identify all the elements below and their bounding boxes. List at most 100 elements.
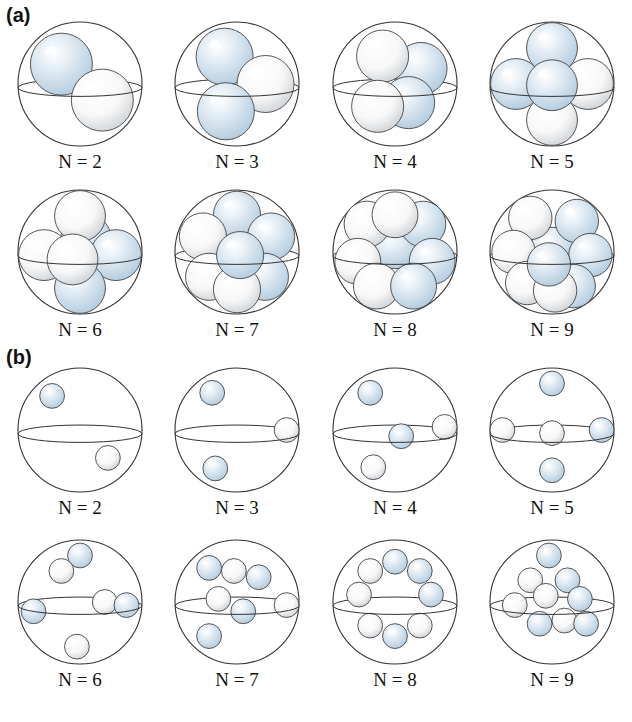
sphere-highlight <box>537 69 548 79</box>
sphere-highlight <box>579 616 584 621</box>
count-label: N = 5 <box>530 498 573 519</box>
container-sphere <box>175 540 299 664</box>
count-label: N = 7 <box>215 670 258 691</box>
outer-sphere <box>175 368 299 492</box>
sphere-body <box>537 543 562 568</box>
inner-sphere <box>358 380 383 405</box>
sphere-highlight <box>202 560 207 565</box>
outer-sphere <box>18 540 142 664</box>
sphere-highlight <box>495 422 500 427</box>
sphere-body <box>540 371 565 396</box>
inner-sphere <box>114 593 139 618</box>
sphere-body <box>246 565 271 590</box>
count-label: N = 4 <box>373 152 416 173</box>
outer-sphere <box>333 190 457 314</box>
sphere-highlight <box>545 462 550 467</box>
sphere-body <box>407 613 432 638</box>
inner-sphere <box>527 611 552 636</box>
sphere-body <box>383 549 408 574</box>
sphere-highlight <box>363 617 368 622</box>
sphere-highlight <box>279 597 284 602</box>
equator-front <box>490 606 614 615</box>
sphere-body <box>391 263 437 309</box>
sphere-body <box>114 593 139 618</box>
inner-sphere <box>568 587 593 612</box>
inner-sphere <box>574 611 599 636</box>
sphere-body <box>347 582 372 607</box>
inner-sphere <box>40 384 65 409</box>
inner-sphere <box>407 559 432 584</box>
sphere-highlight <box>388 628 393 633</box>
equator-front <box>175 606 299 615</box>
sphere-highlight <box>545 375 550 380</box>
inner-sphere <box>206 587 231 612</box>
inner-sphere <box>361 455 386 480</box>
sphere-highlight <box>249 66 261 77</box>
count-label: N = 3 <box>215 498 258 519</box>
sphere-body <box>274 593 299 618</box>
sphere-highlight <box>236 603 241 608</box>
count-label-holder: N = 5 <box>530 152 573 173</box>
sphere-highlight <box>367 39 378 49</box>
sphere-highlight <box>26 603 31 608</box>
count-label: N = 8 <box>373 320 416 341</box>
sphere-body <box>358 559 383 584</box>
sphere-highlight <box>208 460 213 465</box>
inner-sphere <box>92 590 117 615</box>
sphere-highlight <box>412 617 417 622</box>
sphere-highlight <box>437 419 442 424</box>
inner-sphere <box>537 543 562 568</box>
sphere-highlight <box>572 591 577 596</box>
inner-sphere <box>389 424 414 449</box>
sphere-highlight <box>209 93 221 104</box>
count-label-holder: N = 4 <box>373 152 416 173</box>
inner-sphere <box>65 634 90 659</box>
inner-sphere <box>540 421 565 446</box>
inner-sphere <box>352 80 404 132</box>
inner-sphere <box>49 559 74 584</box>
count-label: N = 5 <box>530 152 573 173</box>
sphere-highlight <box>366 459 371 464</box>
sphere-highlight <box>100 450 105 455</box>
sphere-body <box>217 232 264 279</box>
equator-front <box>175 434 299 443</box>
sphere-highlight <box>394 428 399 433</box>
sphere-body <box>383 624 408 649</box>
count-label-holder: N = 7 <box>215 670 258 691</box>
sphere-highlight <box>501 238 510 246</box>
sphere-highlight <box>523 572 528 577</box>
container-sphere <box>333 368 457 492</box>
count-label-holder: N = 5 <box>530 498 573 519</box>
sphere-highlight <box>532 616 537 621</box>
sphere-highlight <box>578 241 587 249</box>
outer-sphere <box>333 540 457 664</box>
count-label: N = 2 <box>58 498 101 519</box>
count-label-holder: N = 9 <box>530 670 573 691</box>
equator-front <box>18 434 142 443</box>
sphere-highlight <box>352 586 357 591</box>
outer-sphere <box>175 190 299 314</box>
count-label-holder: N = 3 <box>215 498 258 519</box>
sphere-highlight <box>363 385 368 390</box>
inner-sphere <box>96 446 121 471</box>
outer-sphere <box>18 22 142 146</box>
inner-sphere <box>47 234 98 285</box>
outer-sphere <box>490 22 614 146</box>
sphere-highlight <box>363 563 368 568</box>
inner-sphere <box>533 583 558 608</box>
sphere-highlight <box>536 250 545 258</box>
sphere-body <box>40 384 65 409</box>
count-label: N = 7 <box>215 320 258 341</box>
container-sphere <box>175 368 299 492</box>
container-sphere <box>18 190 142 314</box>
sphere-body <box>96 446 121 471</box>
sphere-body <box>432 415 457 440</box>
container-sphere <box>333 22 457 146</box>
container-sphere <box>18 22 142 146</box>
inner-sphere <box>383 624 408 649</box>
sphere-highlight <box>119 597 124 602</box>
sphere-body <box>49 559 74 584</box>
sphere-body <box>372 192 418 238</box>
sphere-highlight <box>363 271 373 280</box>
